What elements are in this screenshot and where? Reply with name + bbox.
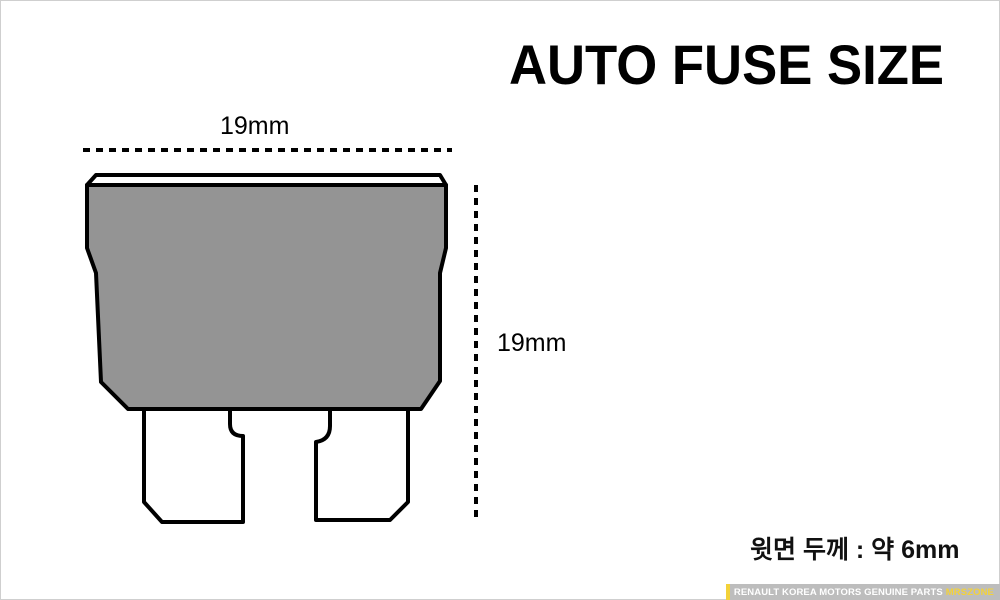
title: AUTO FUSE SIZE bbox=[509, 33, 944, 96]
fuse-right-blade bbox=[314, 409, 410, 522]
fuse-body bbox=[85, 183, 448, 411]
watermark-text: RENAULT KOREA MOTORS GENUINE PARTS bbox=[733, 586, 943, 598]
watermark-brand: MRSZONE bbox=[945, 586, 994, 598]
width-label: 19mm bbox=[220, 112, 289, 140]
watermark: RENAULT KOREA MOTORS GENUINE PARTS MRSZO… bbox=[725, 584, 1000, 600]
thickness-note: 윗면 두께 : 약 6mm bbox=[750, 536, 960, 564]
fuse-left-blade bbox=[142, 409, 245, 524]
height-label: 19mm bbox=[497, 329, 566, 357]
